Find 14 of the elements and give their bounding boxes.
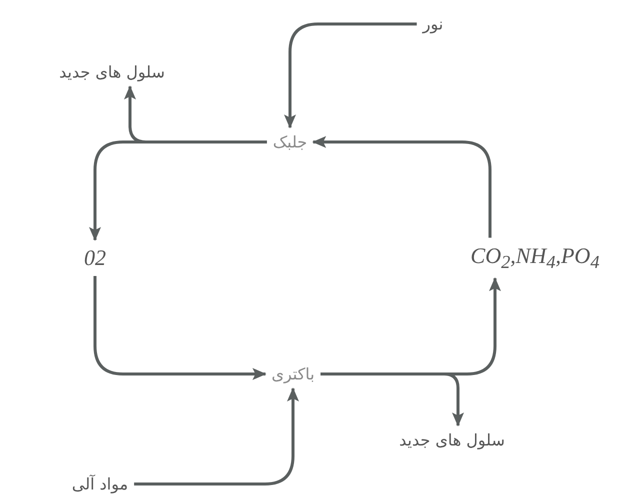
node-label: نور bbox=[420, 12, 446, 36]
arrow bbox=[134, 388, 299, 486]
arrow bbox=[284, 22, 417, 128]
node-label: جلبک bbox=[270, 130, 310, 154]
arrow bbox=[312, 136, 492, 238]
node-label: CO$_{2}$,NH$_{4}$,PO$_{4}$ bbox=[468, 240, 602, 276]
node-label: مواد آلی bbox=[68, 472, 132, 496]
arrow bbox=[94, 276, 266, 380]
arrow bbox=[320, 372, 464, 426]
node-label: 02 bbox=[81, 243, 109, 273]
node-label: باکتری bbox=[268, 362, 318, 386]
node-label: سلول های جدید bbox=[56, 60, 168, 84]
arrow bbox=[89, 140, 267, 241]
node-label: سلول های جدید bbox=[396, 428, 508, 452]
